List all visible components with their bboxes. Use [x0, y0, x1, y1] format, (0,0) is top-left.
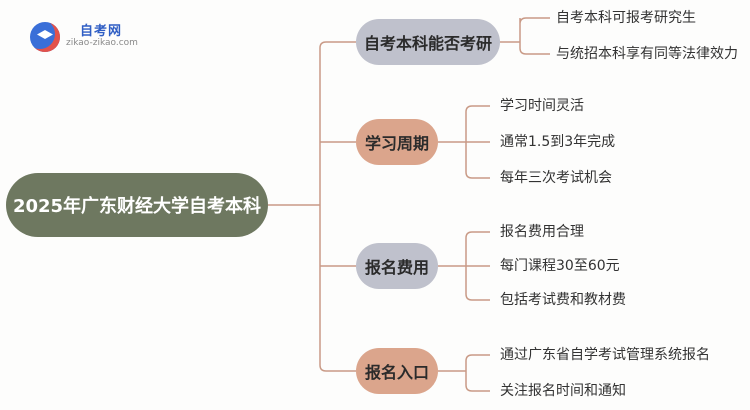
trunk-line	[319, 41, 327, 372]
leaf-item: 自考本科可报考研究生	[556, 10, 696, 26]
leaf-item: 每门课程30至60元	[500, 258, 620, 274]
leaf-item: 每年三次考试机会	[500, 170, 612, 186]
root-node: 2025年广东财经大学自考本科	[6, 173, 268, 237]
branch-node-study-period: 学习周期	[356, 119, 438, 165]
branch-node-postgrad: 自考本科能否考研	[356, 19, 500, 65]
leaf-item: 关注报名时间和通知	[500, 383, 626, 399]
cap-shape	[37, 30, 53, 39]
leaf-item: 报名费用合理	[500, 224, 584, 240]
leaf-item: 与统招本科享有同等法律效力	[556, 46, 738, 62]
branch-node-registration: 报名入口	[356, 348, 438, 394]
branch-node-fees: 报名费用	[356, 243, 438, 289]
leaf-item: 包括考试费和教材费	[500, 292, 626, 308]
logo-subtitle: zikao-zikao.com	[66, 38, 138, 48]
leaf-item: 学习时间灵活	[500, 98, 584, 114]
site-logo[interactable]: 自考网 zikao-zikao.com	[30, 14, 150, 54]
leaf-bracket-1	[500, 17, 527, 55]
logo-title: 自考网	[80, 24, 123, 39]
leaf-item: 通过广东省自学考试管理系统报名	[500, 347, 710, 363]
leaf-bracket-4	[438, 354, 473, 392]
leaf-item: 通常1.5到3年完成	[500, 134, 616, 150]
